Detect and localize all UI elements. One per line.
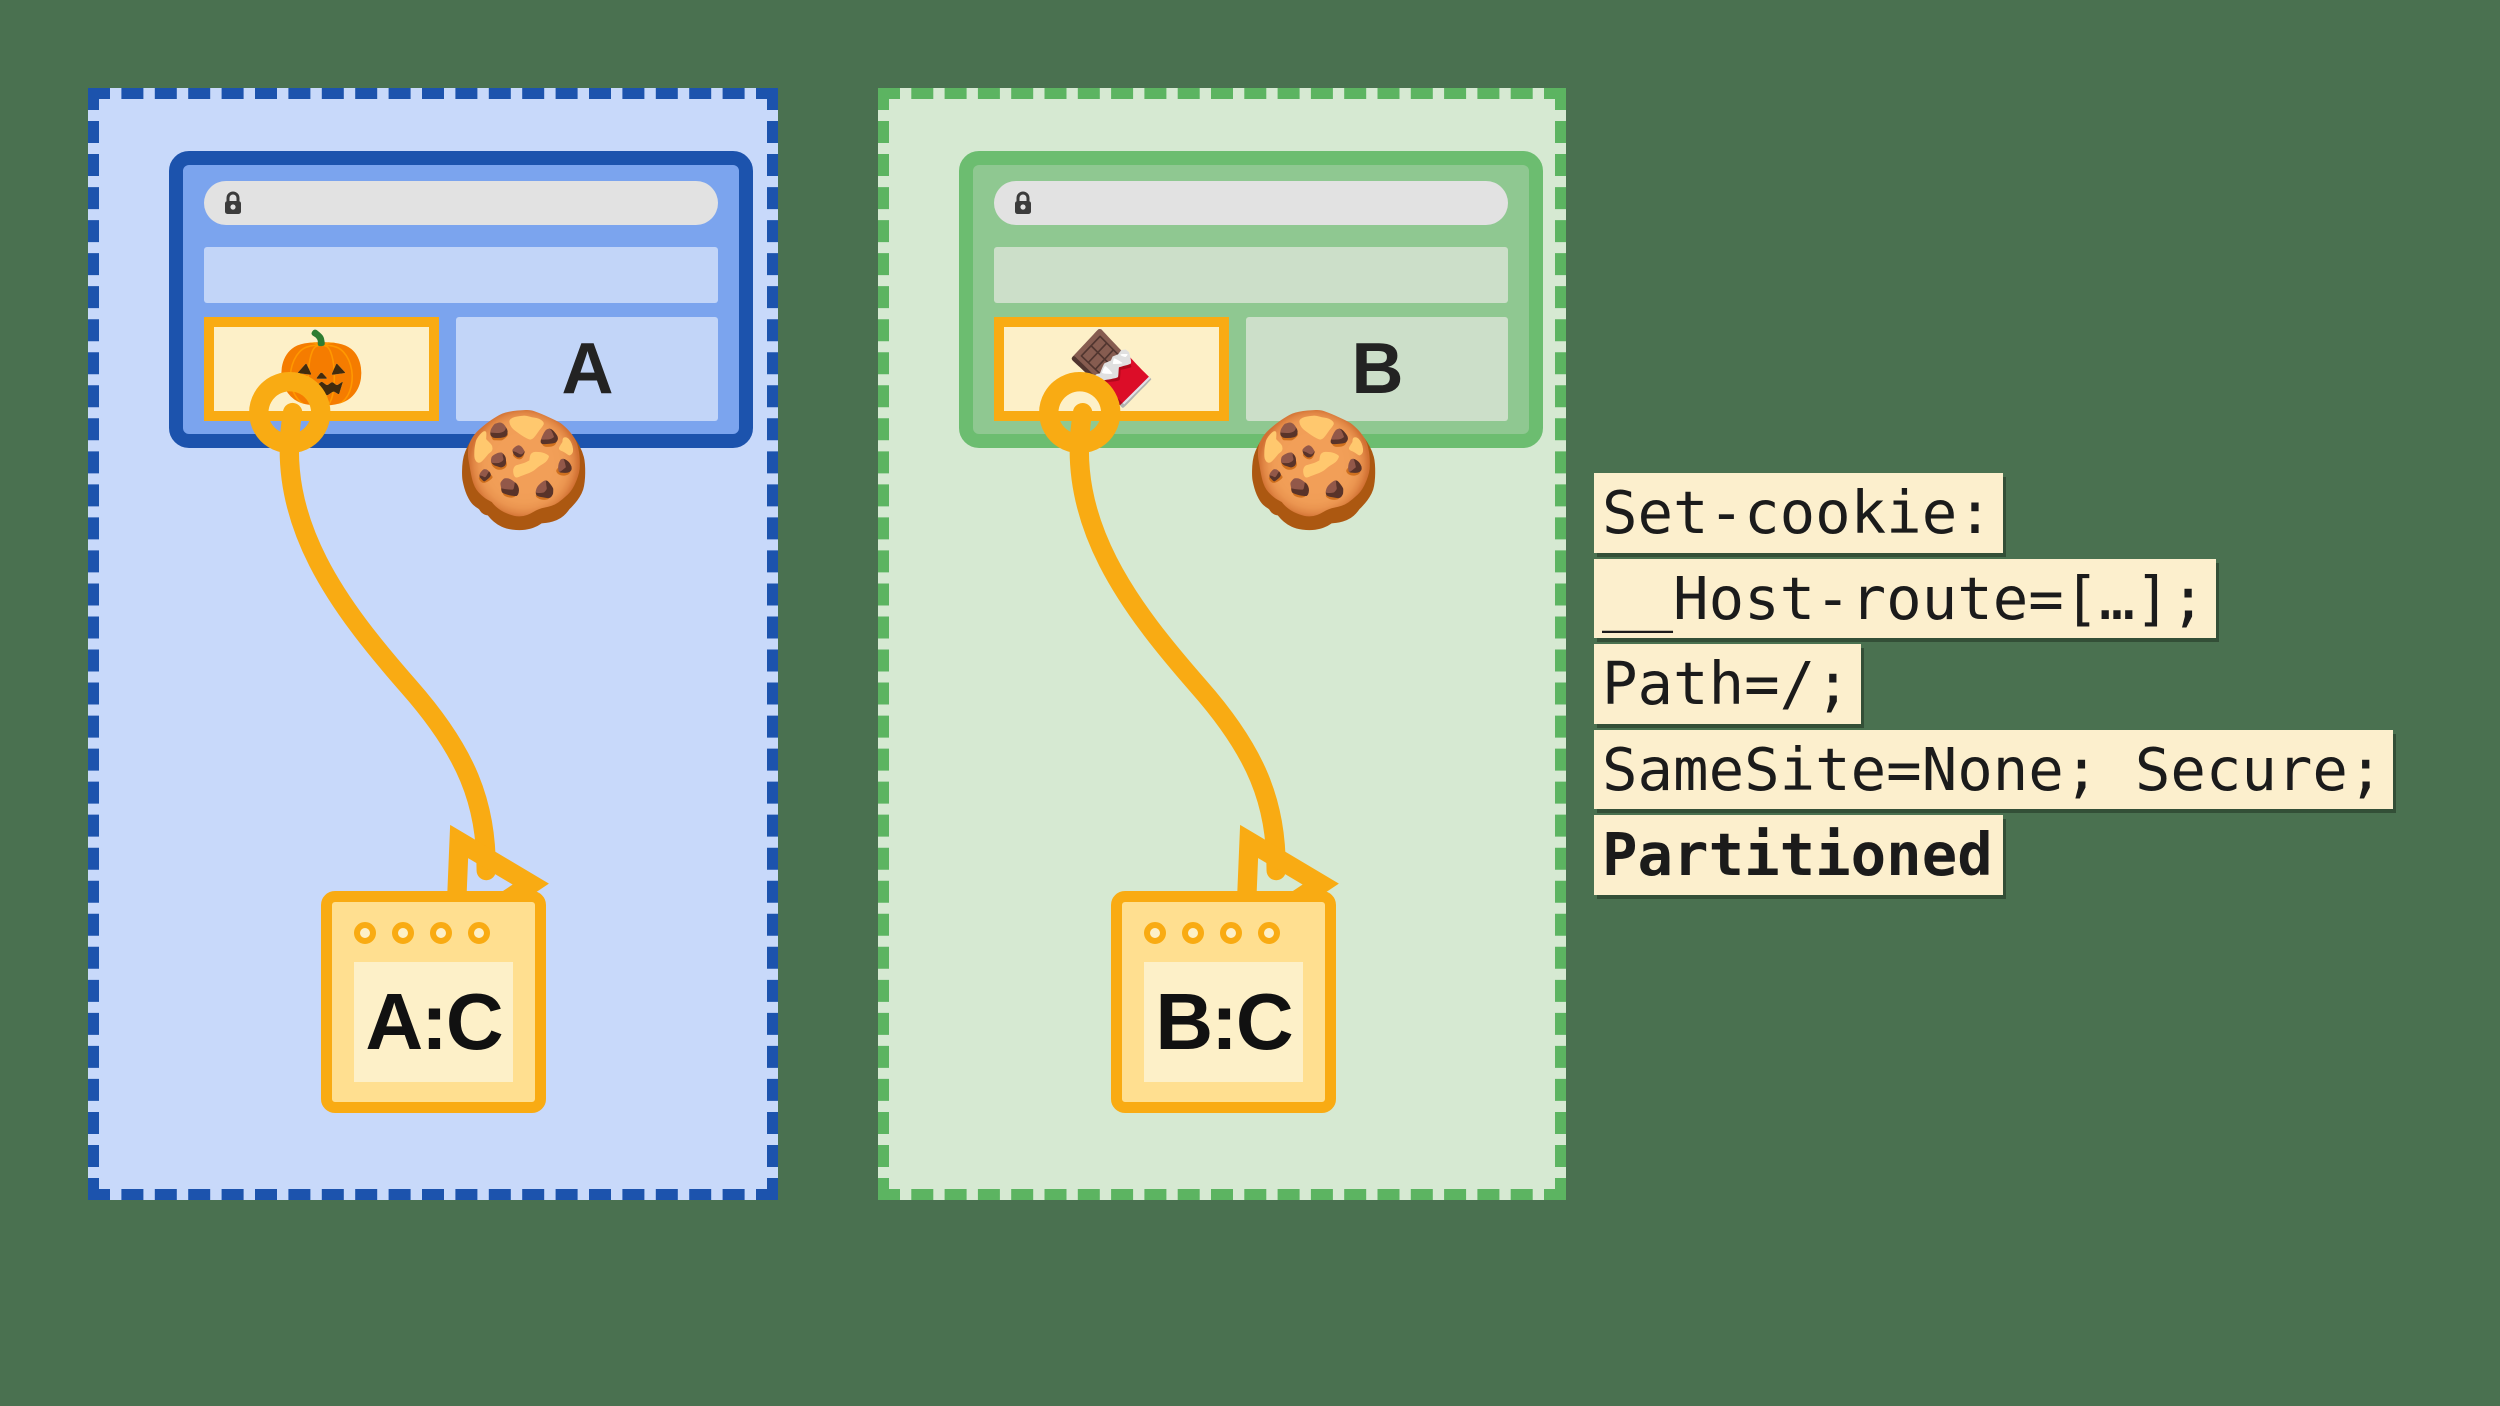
embedded-iframe-b: 🍫 [994, 317, 1229, 421]
code-line: __Host-route=[…]; [1594, 558, 2216, 639]
storage-dot [1220, 922, 1242, 944]
page-content-band-b [994, 247, 1508, 303]
storage-window-dots-b [1144, 922, 1280, 944]
site-label-a: A [561, 329, 614, 409]
chocolate-bar-icon: 🍫 [1066, 329, 1157, 409]
partition-b: 🍫 B 🍪 B:C [878, 88, 1566, 1200]
code-line: SameSite=None; Secure; [1594, 729, 2394, 810]
storage-window-dots-a [354, 922, 490, 944]
storage-dot [1182, 922, 1204, 944]
jack-o-lantern-icon: 🎃 [276, 329, 367, 409]
partitioned-storage-a: A:C [321, 891, 546, 1113]
storage-dot [468, 922, 490, 944]
storage-label-b: B:C [1155, 977, 1293, 1066]
storage-label-a: A:C [365, 977, 503, 1066]
site-label-box-b: B [1246, 317, 1508, 421]
code-line-partitioned: Partitioned [1594, 815, 2003, 896]
address-bar-a[interactable] [204, 181, 718, 225]
code-line: Path=/; [1594, 644, 1861, 724]
embedded-iframe-a: 🎃 [204, 317, 439, 421]
storage-dot [1144, 922, 1166, 944]
page-row-b: 🍫 B [994, 317, 1508, 421]
code-line: Set-cookie: [1594, 473, 2003, 553]
storage-dot [392, 922, 414, 944]
set-cookie-header-code: Set-cookie: __Host-route=[…]; Path=/; Sa… [1594, 473, 2394, 901]
partitioned-storage-b: B:C [1111, 891, 1336, 1113]
address-bar-b[interactable] [994, 181, 1508, 225]
lock-icon [1012, 191, 1034, 216]
cookie-icon: 🍪 [454, 407, 594, 532]
storage-screen-b: B:C [1144, 962, 1303, 1082]
storage-screen-a: A:C [354, 962, 513, 1082]
storage-dot [354, 922, 376, 944]
lock-icon [222, 191, 244, 216]
storage-dot [1258, 922, 1280, 944]
site-label-b: B [1351, 329, 1404, 409]
browser-window-b: 🍫 B [959, 151, 1543, 448]
partition-a: 🎃 A 🍪 A:C [88, 88, 778, 1200]
browser-window-a: 🎃 A [169, 151, 753, 448]
page-row-a: 🎃 A [204, 317, 718, 421]
cookie-icon: 🍪 [1244, 407, 1384, 532]
site-label-box-a: A [456, 317, 718, 421]
page-content-band-a [204, 247, 718, 303]
storage-dot [430, 922, 452, 944]
